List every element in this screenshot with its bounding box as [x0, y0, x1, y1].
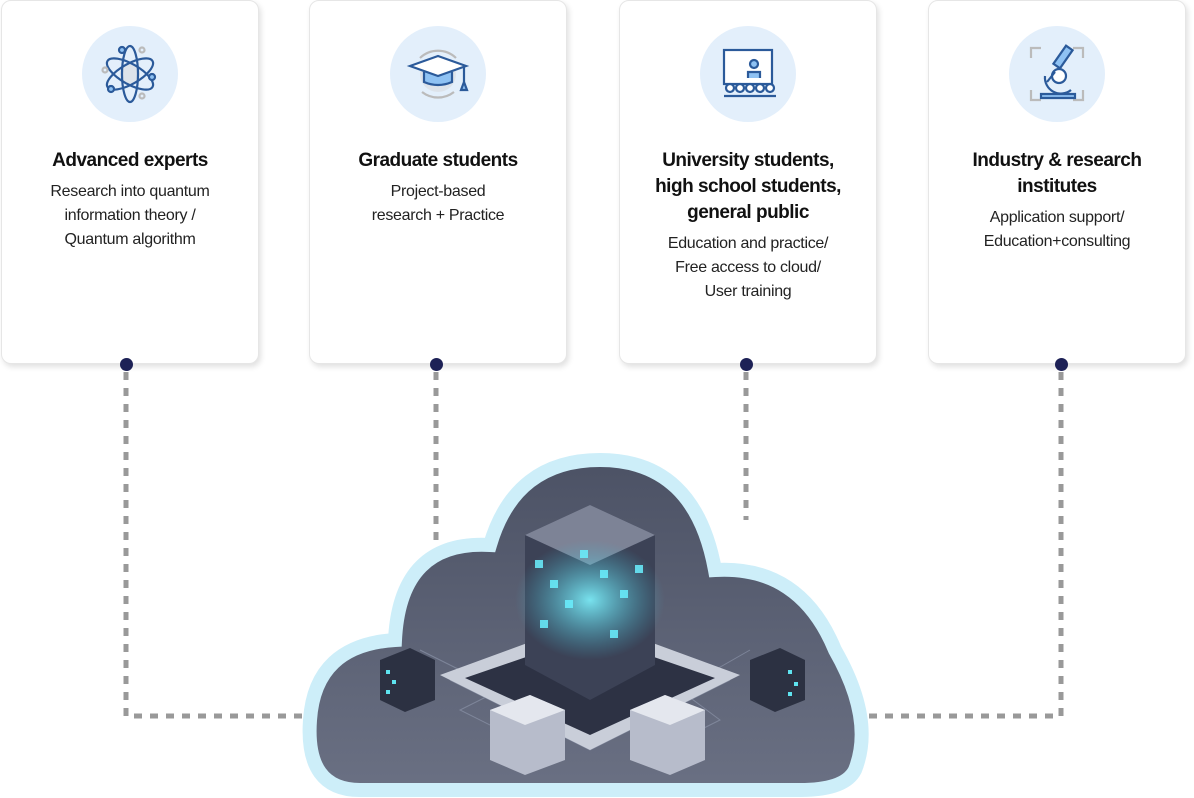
card-description: Research into quantum information theory… [50, 183, 210, 248]
connector-dot [120, 358, 133, 371]
connector-industry [865, 372, 1064, 719]
server-right-back [750, 648, 805, 712]
card-advanced-experts: Advanced experts Research into quantum i… [1, 0, 259, 364]
server-right-front [630, 695, 705, 775]
quantum-cloud-illustration [302, 452, 869, 797]
connector-dot [430, 358, 443, 371]
card-title: University students, high school student… [655, 150, 841, 223]
atom-icon [82, 26, 178, 122]
card-graduate-students: Graduate students Project-based research… [309, 0, 567, 364]
card-title: Advanced experts [52, 150, 208, 171]
card-university-students: University students, high school student… [619, 0, 877, 364]
card-title: Graduate students [358, 150, 518, 171]
connector-dot [1055, 358, 1068, 371]
microscope-icon [1009, 26, 1105, 122]
card-description: Application support/ Education+consultin… [983, 209, 1131, 250]
server-left-back [380, 648, 435, 712]
card-industry-research: Industry & research institutes Applicati… [928, 0, 1186, 364]
card-description: Education and practice/ Free access to c… [667, 235, 829, 300]
classroom-icon [700, 26, 796, 122]
connector-dot [740, 358, 753, 371]
card-title: Industry & research institutes [972, 150, 1142, 197]
server-left-front [490, 695, 565, 775]
quantum-tower [515, 505, 665, 700]
connector-advanced-experts [123, 372, 310, 719]
graduation-cap-icon [390, 26, 486, 122]
card-description: Project-based research + Practice [371, 183, 505, 224]
